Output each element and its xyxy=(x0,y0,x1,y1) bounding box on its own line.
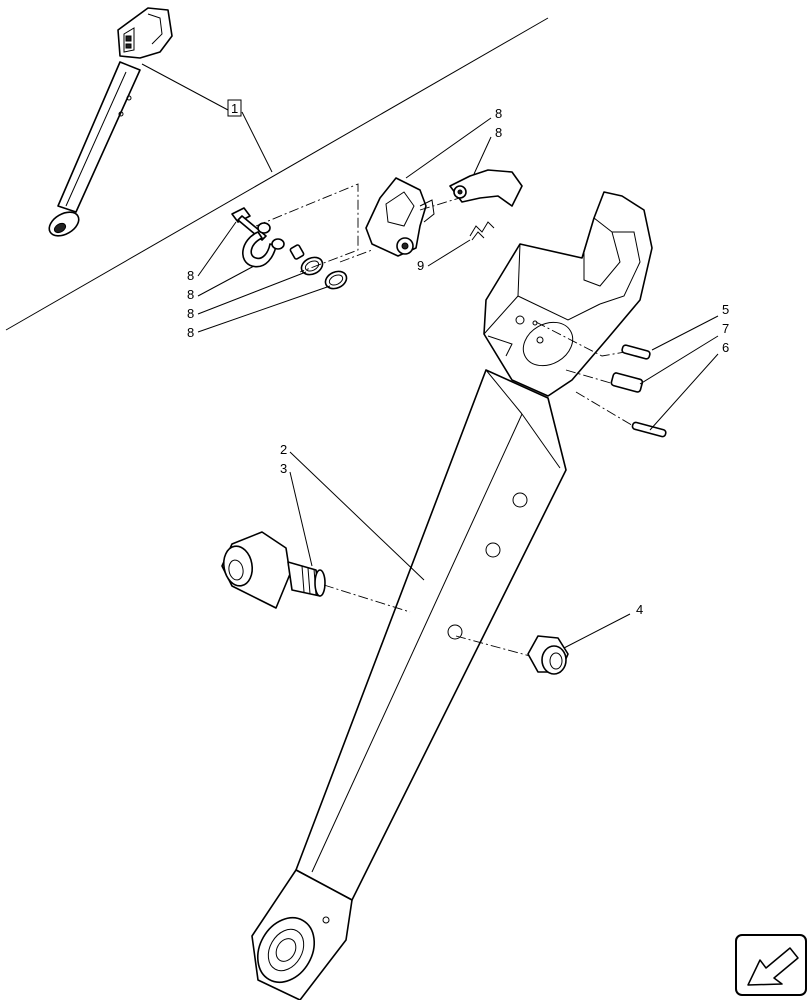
hex-nut xyxy=(527,635,569,675)
callout-1-label: 1 xyxy=(231,101,238,116)
callout-8-ring-2: 8 xyxy=(187,325,194,340)
ring-parts xyxy=(300,256,348,290)
callout-5-label: 5 xyxy=(722,302,729,317)
callout-2: 2 xyxy=(280,442,425,581)
hook-body-part xyxy=(365,177,435,257)
pin-6 xyxy=(631,421,667,438)
pin-7 xyxy=(610,372,644,393)
callout-8-ring-1: 8 xyxy=(187,306,194,321)
callout-6-label: 6 xyxy=(722,340,729,355)
hook-head xyxy=(483,191,653,397)
callout-8-latch: 8 xyxy=(495,125,502,140)
callout-4-label: 4 xyxy=(636,602,643,617)
arrow-icon[interactable] xyxy=(735,934,807,996)
sleeve-part xyxy=(289,244,305,260)
callout-8-bolt: 8 xyxy=(187,268,194,283)
callout-4: 4 xyxy=(563,602,643,649)
latch-part xyxy=(449,169,523,207)
callout-8-shackle: 8 xyxy=(187,287,194,302)
section-divider xyxy=(5,17,549,331)
callout-5: 5 xyxy=(651,302,729,351)
shackle-part xyxy=(242,222,285,268)
callout-9: 9 xyxy=(417,239,471,273)
callout-3: 3 xyxy=(280,461,313,567)
callout-7-label: 7 xyxy=(722,321,729,336)
callout-8-hook-body: 8 xyxy=(495,106,502,121)
callout-9-label: 9 xyxy=(417,258,424,273)
callout-6: 6 xyxy=(649,340,729,431)
pin-5 xyxy=(621,344,651,360)
callout-7: 7 xyxy=(639,321,729,385)
spring-part xyxy=(469,221,495,241)
clevis-pin xyxy=(221,531,326,609)
callout-8-group: 8 8 8 8 8 8 xyxy=(187,106,502,340)
kit-assembly-thumbnail xyxy=(48,7,173,237)
callout-3-label: 3 xyxy=(280,461,287,476)
callout-2-label: 2 xyxy=(280,442,287,457)
lower-link-arm xyxy=(251,369,567,1000)
callout-1: 1 xyxy=(141,63,273,173)
